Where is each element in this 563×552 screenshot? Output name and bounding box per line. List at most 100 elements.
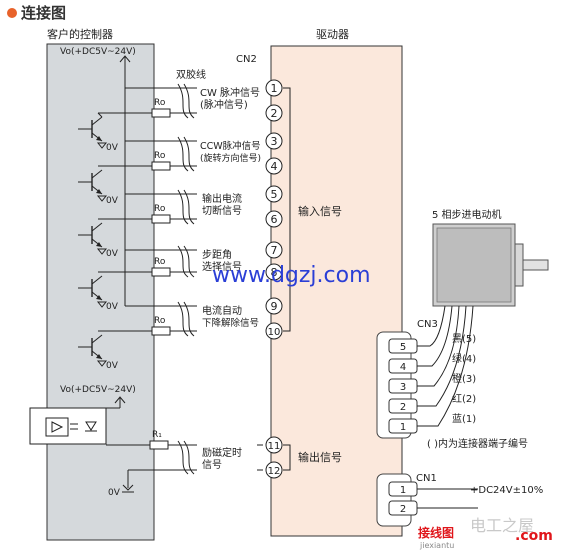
photocoupler-led [45, 417, 69, 437]
vo-arrow-icon [119, 55, 131, 63]
signal-label: CCW脉冲信号 [200, 140, 261, 152]
resistor-ro [151, 161, 171, 171]
signal-sublabel: 切断信号 [202, 204, 242, 217]
zero-v-label: 0V [106, 302, 119, 312]
signal-sublabel: 选择信号 [202, 260, 242, 273]
pin-number: 12 [268, 466, 281, 477]
supply-label-mid: Vo(+DC5V~24V) [60, 385, 136, 395]
controller-label: 客户的控制器 [47, 27, 113, 41]
cn3-pin: 4 [400, 362, 406, 373]
resistor-label: Ro [154, 151, 166, 161]
zero-v-label: 0V [106, 196, 119, 206]
connector-note: ( )内为连接器端子编号 [427, 437, 528, 450]
output-bracket [283, 444, 291, 471]
pin-number: 9 [271, 300, 278, 313]
watermark-site: jiexiantu [419, 541, 454, 550]
photodiode-icon [85, 421, 97, 431]
pin-circle [265, 461, 283, 479]
signal-label: 励磁定时 [202, 446, 242, 459]
cn3-pin: 2 [400, 402, 406, 413]
signal-sublabel: 下降解除信号 [202, 317, 259, 329]
pin-circle [265, 241, 283, 259]
stepper-motor-icon [432, 223, 549, 307]
signal-sublabel: (旋转方向信号) [200, 152, 261, 164]
signal-row-3: Ro 输出电流 切断信号 5 6 0V [77, 185, 283, 259]
signal-row-5: Ro 电流自动 下降解除信号 9 10 0V [77, 297, 283, 371]
resistor-ro [151, 214, 171, 224]
resistor-ro [151, 326, 171, 336]
output-signal-label: 输出信号 [298, 450, 342, 464]
cn3-pins: 5 4 3 2 1 [388, 338, 418, 434]
resistor-label: Ro [154, 257, 166, 267]
signal-label: 电流自动 [202, 304, 242, 317]
zero-v-label: 0V [106, 143, 119, 153]
signal-label: CW 脉冲信号 [200, 86, 260, 99]
pin-circle [265, 297, 283, 315]
wire-label: 蓝(1) [452, 413, 476, 425]
signal-label: 输出电流 [202, 192, 242, 205]
resistor-r1-label: R₁ [152, 430, 162, 440]
signal-row-4: Ro 步距角 选择信号 7 8 0V [77, 241, 283, 312]
cn1-pin: 1 [400, 485, 406, 496]
ground-zero-v-label: 0V [108, 488, 121, 498]
controller-box [46, 43, 155, 541]
signal-row-1: Ro CW 脉冲信号 (脉冲信号) 1 2 0V [77, 79, 283, 153]
cn3-label: CN3 [417, 319, 438, 330]
pin-number: 2 [271, 107, 278, 120]
pin-circle [265, 263, 283, 281]
motor-label: 5 相步进电动机 [432, 208, 502, 221]
input-bracket [283, 87, 291, 332]
pin-number: 4 [271, 160, 278, 173]
cn3-pin: 5 [400, 342, 406, 353]
pin-number: 5 [271, 188, 278, 201]
wire-label: 橙(3) [452, 372, 476, 385]
pin-circle [265, 157, 283, 175]
title-bullet-icon [7, 8, 17, 18]
resistor-ro [151, 267, 171, 277]
signal-sublabel: 信号 [202, 459, 222, 471]
cn1-label: CN1 [416, 473, 437, 484]
resistor-r1 [149, 440, 169, 450]
wire-label: 红(2) [452, 392, 476, 405]
pin-circle [265, 104, 283, 122]
pin-number: 6 [271, 213, 278, 226]
motor-wires [417, 305, 474, 427]
pin-circle [265, 436, 283, 454]
pin-circle [265, 210, 283, 228]
resistor-ro [151, 108, 171, 118]
pin-number: 7 [271, 244, 278, 257]
pin-circle [265, 79, 283, 97]
resistor-label: Ro [154, 316, 166, 326]
vo-arrow-icon [114, 396, 126, 404]
input-signal-label: 输入信号 [298, 204, 342, 218]
driver-box [270, 45, 403, 537]
watermark-cn: 电工之屋 [470, 516, 534, 535]
zero-v-label: 0V [106, 249, 119, 259]
resistor-label: Ro [154, 98, 166, 108]
pin-number: 10 [268, 327, 281, 338]
pin-number: 1 [271, 82, 278, 95]
signal-sublabel: (脉冲信号) [200, 98, 248, 111]
pin-number: 11 [268, 441, 281, 452]
wire-label: 绿(4) [452, 352, 476, 365]
cn3-pin: 1 [400, 422, 406, 433]
signal-label: 步距角 [202, 249, 232, 261]
cn2-label: CN2 [236, 54, 257, 65]
resistor-label: Ro [154, 204, 166, 214]
cn1-pin: 2 [400, 504, 406, 515]
pin-circle [265, 322, 283, 340]
watermark-com: .com [515, 528, 553, 544]
cn1-supply-label: +DC24V±10% [470, 485, 543, 496]
signal-rows: Ro CW 脉冲信号 (脉冲信号) 1 2 0V Ro CC [77, 79, 283, 371]
pin-number: 8 [271, 266, 278, 279]
page-title: 连接图 [21, 4, 66, 22]
supply-label-top: Vo(+DC5V~24V) [60, 47, 136, 57]
pin-circle [265, 132, 283, 150]
twisted-pair-label: 双胶线 [176, 68, 206, 81]
pin-number: 3 [271, 135, 278, 148]
pin-circle [265, 185, 283, 203]
zero-v-label: 0V [106, 361, 119, 371]
driver-label: 驱动器 [316, 28, 349, 41]
